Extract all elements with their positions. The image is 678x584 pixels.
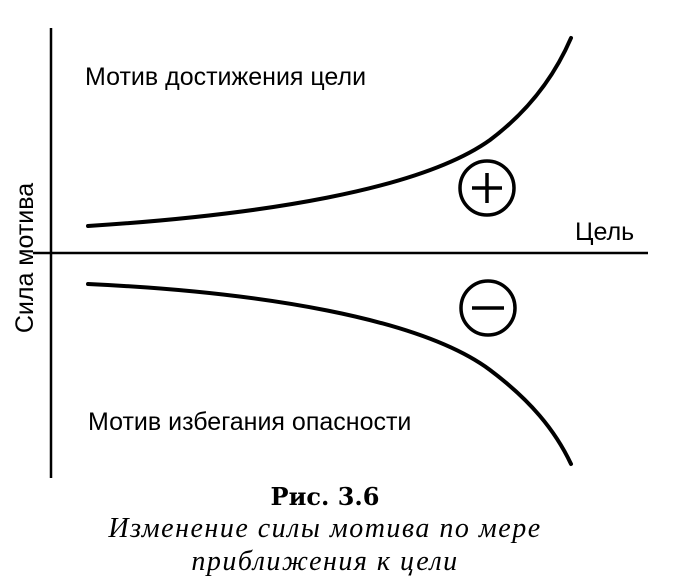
motive-strength-axis-label: Сила мотива (11, 183, 39, 333)
avoidance-motive-curve (86, 282, 573, 466)
approach-motive-label: Мотив достижения цели (85, 63, 366, 91)
goal-axis-label: Цель (575, 218, 634, 246)
figure-caption-line-1: Изменение силы мотива по мере (107, 513, 541, 544)
figure-number: Рис. 3.6 (271, 482, 380, 511)
minus-sign-icon (459, 279, 517, 337)
avoidance-motive-label: Мотив избегания опасности (88, 408, 411, 436)
plus-sign-icon (458, 159, 516, 217)
figure-caption-line-2: приближения к цели (191, 546, 458, 577)
approach-motive-curve (86, 36, 573, 228)
